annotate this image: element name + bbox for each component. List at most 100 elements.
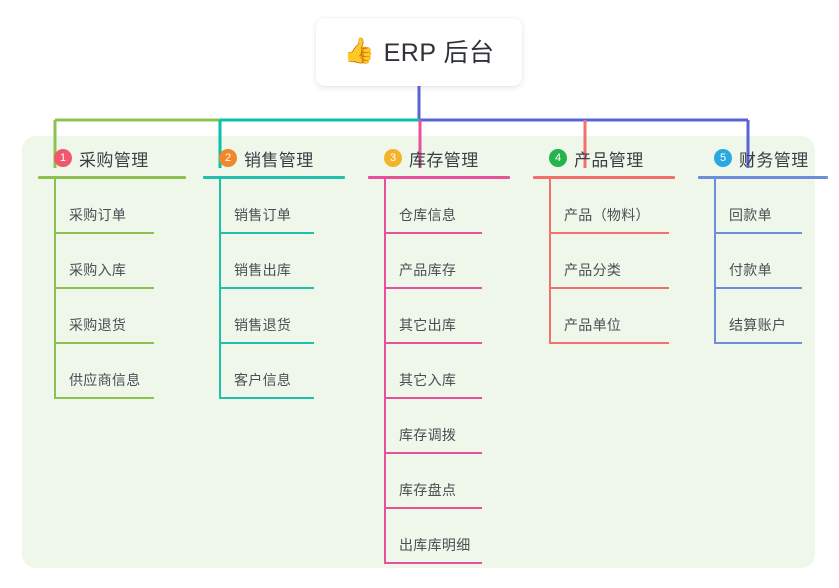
branch-item-underline — [714, 232, 802, 234]
branch-item-label: 库存盘点 — [399, 482, 457, 498]
branch-header-rule — [38, 176, 186, 179]
branch-item-underline — [549, 232, 669, 234]
branch-item-underline — [54, 287, 154, 289]
branch-column-4: 4 产品管理产品（物料） 产品分类产品单位 — [533, 146, 675, 344]
branch-item[interactable]: 产品库存 — [368, 234, 510, 289]
branch-number-badge: 5 — [714, 149, 732, 167]
branch-title: 库存管理 — [409, 150, 479, 170]
branch-spine — [549, 179, 551, 344]
branch-item-underline — [219, 342, 314, 344]
branch-item-label: 产品分类 — [564, 262, 622, 278]
branch-spine — [54, 179, 56, 399]
branch-item-underline — [384, 452, 482, 454]
branches-panel — [22, 136, 815, 568]
branch-item-label: 产品库存 — [399, 262, 457, 278]
root-node-title: ERP 后台 — [383, 39, 495, 67]
branch-header-rule — [368, 176, 510, 179]
branch-number-badge: 3 — [384, 149, 402, 167]
branch-title: 产品管理 — [574, 150, 644, 170]
branch-item-label: 采购订单 — [69, 207, 127, 223]
branch-item-label: 其它入库 — [399, 372, 457, 388]
branch-header-rule — [203, 176, 345, 179]
branch-title: 采购管理 — [79, 150, 149, 170]
branch-item-underline — [549, 287, 669, 289]
branch-spine — [384, 179, 386, 564]
branch-item-label: 产品单位 — [564, 317, 622, 333]
branch-item-label: 产品（物料） — [564, 207, 650, 223]
branch-column-5: 5 财务管理回款单付款单结算账户 — [698, 146, 828, 344]
branch-item-label: 其它出库 — [399, 317, 457, 333]
branch-item-underline — [54, 397, 154, 399]
branch-items: 仓库信息产品库存其它出库其它入库库存调拨库存盘点出库库明细 — [368, 179, 510, 564]
branch-header-1[interactable]: 1 采购管理 — [38, 146, 186, 170]
branch-item[interactable]: 库存调拨 — [368, 399, 510, 454]
branch-item-label: 客户信息 — [234, 372, 292, 388]
branch-item-label: 结算账户 — [729, 317, 787, 333]
branch-items: 产品（物料） 产品分类产品单位 — [533, 179, 675, 344]
branch-items: 销售订单销售出库销售退货客户信息 — [203, 179, 345, 399]
branch-item-underline — [714, 342, 802, 344]
branch-column-2: 2 销售管理销售订单销售出库销售退货客户信息 — [203, 146, 345, 399]
branch-item[interactable]: 其它入库 — [368, 344, 510, 399]
branch-title: 财务管理 — [739, 150, 809, 170]
branch-item-label: 采购入库 — [69, 262, 127, 278]
branch-item-underline — [219, 287, 314, 289]
branch-item[interactable]: 其它出库 — [368, 289, 510, 344]
branch-item[interactable]: 出库库明细 — [368, 509, 510, 564]
branch-item-underline — [384, 397, 482, 399]
branch-item[interactable]: 客户信息 — [203, 344, 345, 399]
branch-header-rule — [533, 176, 675, 179]
branch-item[interactable]: 销售出库 — [203, 234, 345, 289]
branch-item[interactable]: 结算账户 — [698, 289, 828, 344]
branch-item-underline — [219, 397, 314, 399]
branch-item[interactable]: 回款单 — [698, 179, 828, 234]
branch-item-underline — [54, 342, 154, 344]
branch-item-label: 出库库明细 — [399, 537, 471, 553]
branch-item-label: 销售订单 — [234, 207, 292, 223]
branch-item[interactable]: 销售订单 — [203, 179, 345, 234]
branch-item-label: 销售出库 — [234, 262, 292, 278]
branch-items: 采购订单采购入库采购退货供应商信息 — [38, 179, 186, 399]
branch-item-underline — [384, 507, 482, 509]
branch-item[interactable]: 仓库信息 — [368, 179, 510, 234]
branch-item[interactable]: 销售退货 — [203, 289, 345, 344]
branch-header-rule — [698, 176, 828, 179]
branch-item[interactable]: 采购入库 — [38, 234, 186, 289]
branch-item-label: 仓库信息 — [399, 207, 457, 223]
thumbs-up-icon: 👍 — [343, 36, 375, 65]
branch-header-3[interactable]: 3 库存管理 — [368, 146, 510, 170]
branch-item-label: 供应商信息 — [69, 372, 141, 388]
branch-item-underline — [384, 562, 482, 564]
branch-item[interactable]: 采购退货 — [38, 289, 186, 344]
branch-header-4[interactable]: 4 产品管理 — [533, 146, 675, 170]
branch-item[interactable]: 产品单位 — [533, 289, 675, 344]
branch-item-underline — [384, 287, 482, 289]
branch-item[interactable]: 产品（物料） — [533, 179, 675, 234]
branch-item[interactable]: 采购订单 — [38, 179, 186, 234]
branch-item[interactable]: 库存盘点 — [368, 454, 510, 509]
branch-spine — [714, 179, 716, 344]
branch-item-label: 库存调拨 — [399, 427, 457, 443]
branch-spine — [219, 179, 221, 399]
branch-column-3: 3 库存管理仓库信息产品库存其它出库其它入库库存调拨库存盘点出库库明细 — [368, 146, 510, 564]
branch-item[interactable]: 产品分类 — [533, 234, 675, 289]
branch-number-badge: 2 — [219, 149, 237, 167]
branch-header-5[interactable]: 5 财务管理 — [698, 146, 828, 170]
branch-item-underline — [714, 287, 802, 289]
branch-item-label: 采购退货 — [69, 317, 127, 333]
branch-item-label: 回款单 — [729, 207, 772, 223]
root-node-content: 👍 ERP 后台 — [343, 33, 494, 69]
branch-item-label: 销售退货 — [234, 317, 292, 333]
branch-item[interactable]: 供应商信息 — [38, 344, 186, 399]
branch-item-underline — [384, 232, 482, 234]
branch-header-2[interactable]: 2 销售管理 — [203, 146, 345, 170]
branch-item-underline — [384, 342, 482, 344]
root-node-card[interactable]: 👍 ERP 后台 — [316, 18, 522, 86]
branch-item[interactable]: 付款单 — [698, 234, 828, 289]
branch-number-badge: 4 — [549, 149, 567, 167]
branch-number-badge: 1 — [54, 149, 72, 167]
branch-column-1: 1 采购管理采购订单采购入库采购退货供应商信息 — [38, 146, 186, 399]
branch-title: 销售管理 — [244, 150, 314, 170]
branch-item-underline — [549, 342, 669, 344]
